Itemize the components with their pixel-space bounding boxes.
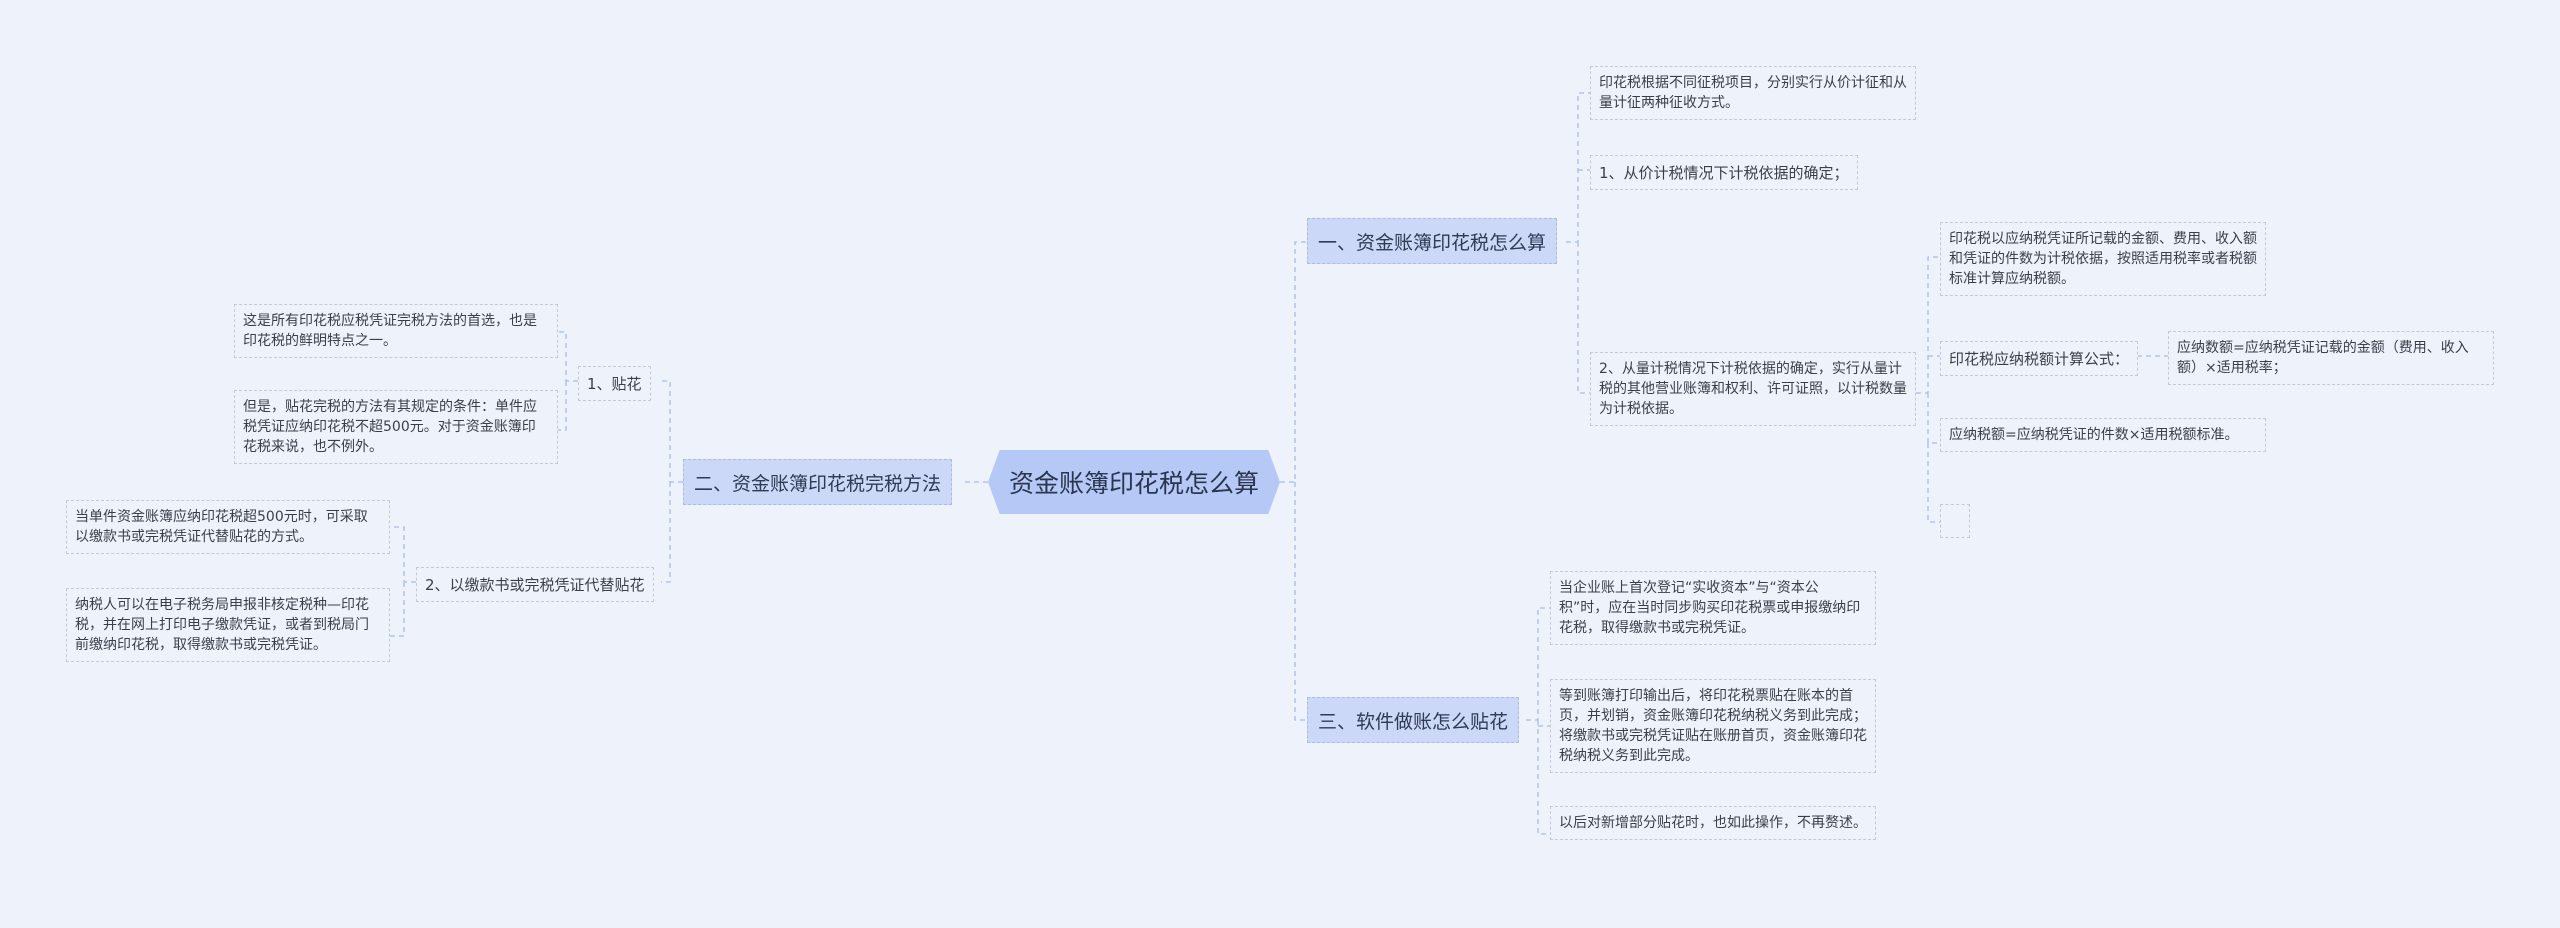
link-b3-items <box>1526 607 1550 835</box>
branch-2-sub-2a[interactable]: 当单件资金账簿应纳印花税超500元时，可采取以缴款书或完税凭证代替贴花的方式。 <box>66 500 390 554</box>
branch-3-item-1[interactable]: 当企业账上首次登记“实收资本”与“资本公积”时，应在当时同步购买印花税票或申报缴… <box>1550 571 1876 645</box>
link-s1-leaves <box>558 331 578 431</box>
branch-2-sub-2b[interactable]: 纳税人可以在电子税务局申报非核定税种—印花税，并在网上打印电子缴款凭证，或者到税… <box>66 588 390 662</box>
root-topic[interactable]: 资金账簿印花税怎么算 <box>988 450 1280 514</box>
branch-1-sub-2a[interactable]: 应纳数额=应纳税凭证记载的金额（费用、收入额）×适用税率； <box>2168 331 2494 385</box>
branch-1-sub-2[interactable]: 印花税应纳税额计算公式： <box>1940 341 2139 376</box>
branch-1-item-2[interactable]: 1、从价计税情况下计税依据的确定； <box>1590 155 1858 190</box>
branch-1-item-1[interactable]: 印花税根据不同征税项目，分别实行从价计征和从量计征两种征收方式。 <box>1590 66 1916 120</box>
link-root-branch3 <box>1294 482 1307 721</box>
branch-1-sub-1[interactable]: 印花税以应纳税凭证所记载的金额、费用、收入额和凭证的件数为计税依据，按照适用税率… <box>1940 222 2266 296</box>
branch-3-title[interactable]: 三、软件做账怎么贴花 <box>1307 697 1520 743</box>
branch-2-sub-1b[interactable]: 但是，贴花完税的方法有其规定的条件：单件应税凭证应纳印花税不超500元。对于资金… <box>234 390 558 464</box>
link-s2-leaves <box>390 526 416 637</box>
branch-2-sub-1a[interactable]: 这是所有印花税应税凭证完税方法的首选，也是印花税的鲜明特点之一。 <box>234 304 558 358</box>
branch-1-sub-4[interactable] <box>1940 504 1970 538</box>
link-root-branch1 <box>1280 241 1307 483</box>
branch-1-title[interactable]: 一、资金账簿印花税怎么算 <box>1307 218 1558 264</box>
branch-2-sub-1[interactable]: 1、贴花 <box>578 366 651 401</box>
branch-3-item-2[interactable]: 等到账簿打印输出后，将印花税票贴在账本的首页，并划销，资金账簿印花税纳税义务到此… <box>1550 679 1876 773</box>
link-item3-subs <box>1916 256 1940 523</box>
link-b1-items <box>1566 92 1590 394</box>
link-b2-children <box>661 380 683 583</box>
branch-2-sub-2[interactable]: 2、以缴款书或完税凭证代替贴花 <box>416 567 654 602</box>
branch-1-sub-3[interactable]: 应纳税额=应纳税凭证的件数×适用税额标准。 <box>1940 418 2266 452</box>
branch-3-item-3[interactable]: 以后对新增部分贴花时，也如此操作，不再赘述。 <box>1550 806 1876 840</box>
branch-1-item-3[interactable]: 2、从量计税情况下计税依据的确定，实行从量计税的其他营业账簿和权利、许可证照，以… <box>1590 352 1916 426</box>
branch-2-title[interactable]: 二、资金账簿印花税完税方法 <box>683 459 953 505</box>
